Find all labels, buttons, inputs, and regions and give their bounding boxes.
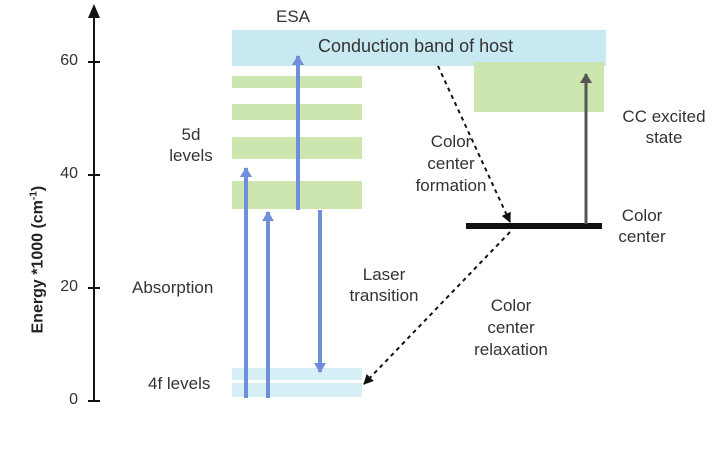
- y-axis-arrowhead: [88, 4, 100, 18]
- esa-label: ESA: [276, 7, 311, 26]
- cc-excited-label: CC excited state: [612, 106, 716, 148]
- cc-relaxation-line-1: Color: [490, 296, 532, 315]
- color-center-label: Color center: [602, 205, 682, 247]
- laser-transition-line-2: transition: [349, 286, 419, 305]
- conduction-band-label: Conduction band of host: [318, 36, 514, 56]
- y-axis-title-sup: -1: [28, 191, 40, 201]
- cc-relaxation-line-2: center: [487, 318, 535, 337]
- absorption-label: Absorption: [132, 278, 214, 297]
- levels-4f-label: 4f levels: [148, 374, 211, 393]
- cc-formation-line-1: Color: [430, 132, 472, 151]
- level-4f-2: [232, 383, 362, 397]
- tick-label-20: 20: [60, 278, 78, 295]
- cc-formation-line-3: formation: [415, 176, 487, 195]
- cc-formation-label: Color center formation: [396, 131, 506, 197]
- cc-relaxation-arrow: [363, 231, 511, 385]
- cc-excited-line-1: CC excited: [622, 107, 706, 126]
- tick-label-0: 0: [69, 391, 78, 408]
- levels-5d-line-2: levels: [169, 146, 213, 165]
- laser-transition-label: Laser transition: [334, 264, 434, 306]
- levels-5d-label: 5d levels: [160, 124, 222, 166]
- laser-transition-line-1: Laser: [362, 265, 406, 284]
- cc-relaxation-label: Color center relaxation: [456, 295, 566, 361]
- cc-formation-line-2: center: [427, 154, 475, 173]
- tick-label-60: 60: [60, 52, 78, 69]
- y-axis-title-end: ): [29, 185, 47, 192]
- y-axis-title: Energy *1000 (cm-1): [28, 170, 47, 350]
- cc-excited-state-band: [474, 62, 604, 112]
- cc-relaxation-line-3: relaxation: [474, 340, 548, 359]
- y-axis-title-text: Energy *1000 (cm: [29, 200, 47, 334]
- levels-5d-line-1: 5d: [181, 125, 201, 144]
- color-center-line-1: Color: [621, 206, 663, 225]
- cc-excited-line-2: state: [645, 128, 683, 147]
- tick-label-40: 40: [60, 165, 78, 182]
- level-4f-1: [232, 368, 362, 380]
- color-center-line-2: center: [618, 227, 666, 246]
